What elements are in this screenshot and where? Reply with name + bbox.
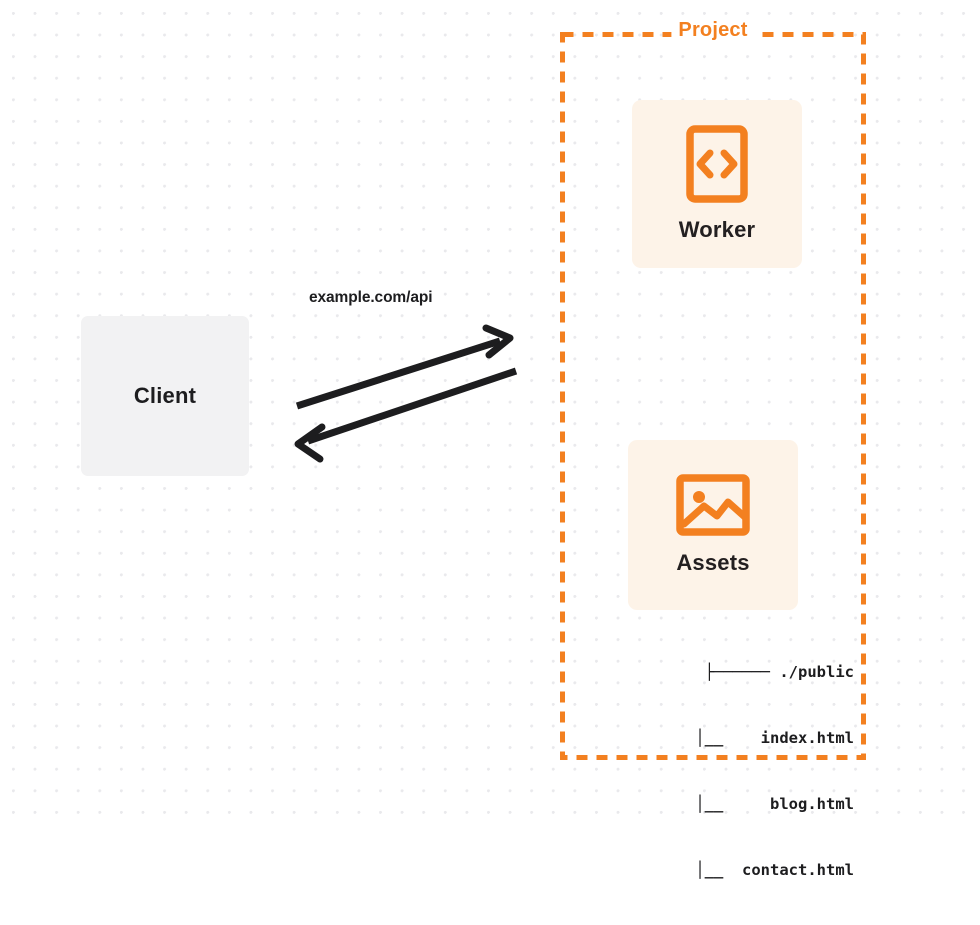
- project-group-label: Project: [671, 19, 755, 42]
- code-file-icon: [686, 125, 748, 203]
- worker-card[interactable]: Worker: [632, 100, 802, 268]
- diagram-canvas: Client example.com/api Project: [0, 0, 980, 879]
- request-arrow: [295, 324, 514, 410]
- client-node[interactable]: Client: [81, 316, 249, 476]
- client-node-label: Client: [133, 383, 197, 408]
- response-arrow: [294, 367, 518, 463]
- file-tree-row: ├────── ./public: [704, 663, 854, 681]
- file-tree-row: │__ blog.html: [667, 795, 854, 813]
- assets-file-tree: ├────── ./public │__ index.html │__ blog…: [608, 617, 854, 925]
- file-tree-row: │__ index.html: [667, 729, 854, 747]
- connection-label: example.com/api: [309, 289, 433, 306]
- assets-card[interactable]: Assets: [628, 440, 798, 610]
- assets-card-title: Assets: [676, 550, 750, 575]
- file-tree-row: │__ contact.html: [667, 861, 854, 879]
- worker-card-title: Worker: [678, 217, 756, 242]
- project-group: Project Worker Assets: [560, 19, 866, 879]
- image-icon: [676, 474, 750, 536]
